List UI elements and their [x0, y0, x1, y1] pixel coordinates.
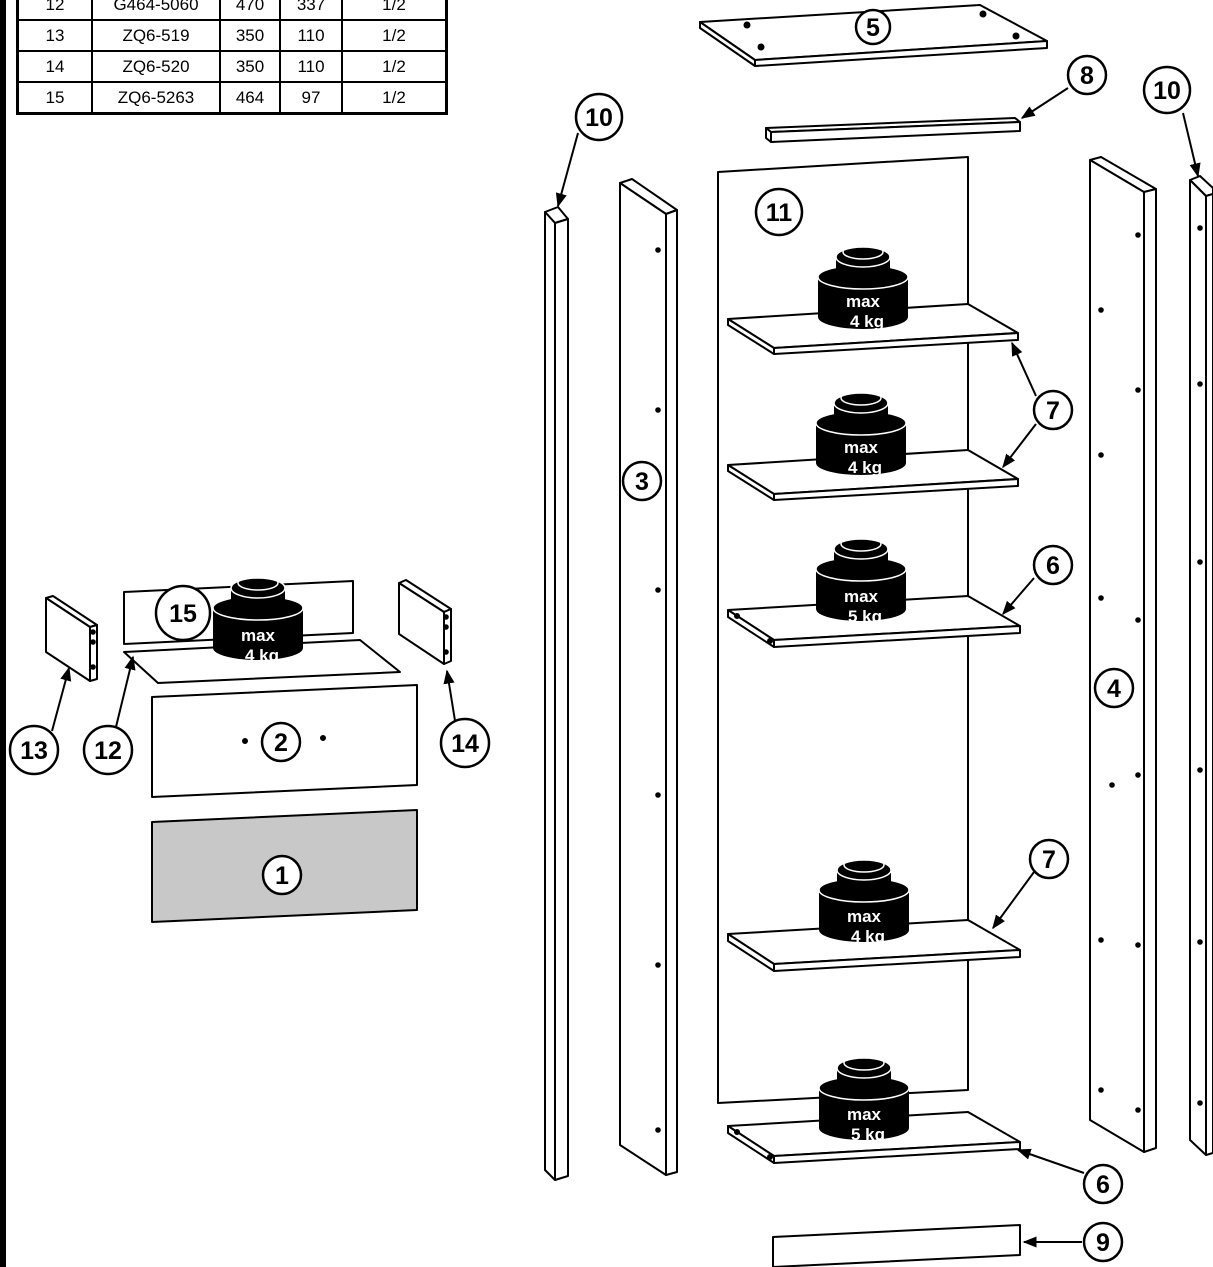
- weight-max-label: max: [241, 626, 276, 645]
- table-row: 13 ZQ6-519 350 110 1/2: [16, 19, 448, 52]
- arrow-icon: [1020, 87, 1069, 119]
- weight-icon: max 4 kg: [815, 390, 907, 477]
- callout-5-badge: [854, 8, 892, 46]
- callout-8-badge: [1066, 54, 1108, 96]
- callout-10-right: 10: [1153, 77, 1181, 105]
- arrow-icon: [555, 132, 579, 208]
- dimension-b-cell: 110: [279, 19, 343, 52]
- arrow-icon: [1182, 112, 1201, 178]
- callout-14: 14: [451, 730, 479, 758]
- quantity-cell: 1/2: [341, 50, 448, 83]
- callout-12-badge: [82, 724, 134, 776]
- callout-15-badge: [154, 584, 212, 642]
- part-number-cell: 13: [16, 19, 93, 52]
- part-number-cell: 14: [16, 50, 93, 83]
- quantity-cell: 1/2: [341, 19, 448, 52]
- callout-4: 4: [1107, 675, 1121, 703]
- callout-10-left: 10: [585, 104, 613, 132]
- weight-max-label: max: [847, 1105, 882, 1124]
- left-edge-strip: [544, 206, 569, 1181]
- weight-value: 5 kg: [851, 1125, 885, 1144]
- callout-2-badge: [260, 721, 302, 763]
- weight-max-label: max: [844, 438, 879, 457]
- shelf-4: [727, 919, 1021, 972]
- weight-max-label: max: [847, 907, 882, 926]
- dimension-b-cell: 97: [279, 81, 343, 115]
- callout-4-badge: [1093, 667, 1135, 709]
- callout-11-badge: [754, 187, 804, 237]
- callout-13-badge: [8, 724, 60, 776]
- top-rail: [765, 117, 1021, 143]
- callout-6-lower: 6: [1096, 1171, 1110, 1199]
- weight-max-label: max: [846, 292, 881, 311]
- callout-10-left-badge: [574, 92, 624, 142]
- weight-value: 4 kg: [850, 312, 884, 331]
- part-code-cell: ZQ6-5263: [91, 81, 221, 115]
- callout-2: 2: [274, 729, 288, 757]
- weight-icon: max 5 kg: [818, 1055, 910, 1144]
- part-code-cell: ZQ6-519: [91, 19, 221, 52]
- arrow-icon: [992, 871, 1035, 930]
- callout-11: 11: [766, 199, 793, 227]
- callout-5: 5: [866, 14, 880, 42]
- weight-icon: max 5 kg: [815, 536, 907, 626]
- callout-3-badge: [621, 460, 663, 502]
- weight-icon: max 4 kg: [818, 857, 910, 946]
- weight-icon: max 4 kg: [212, 575, 304, 665]
- callout-7-upper-badge: [1032, 389, 1074, 431]
- callout-12: 12: [94, 737, 122, 765]
- dimension-a-cell: 464: [219, 81, 281, 115]
- callout-7-upper: 7: [1046, 397, 1060, 425]
- callout-9: 9: [1096, 1229, 1110, 1257]
- callout-6-upper: 6: [1046, 552, 1060, 580]
- callout-14-badge: [439, 717, 491, 769]
- callout-7-lower-badge: [1028, 838, 1070, 880]
- right-side-panel: [1089, 156, 1157, 1153]
- arrow-icon: [51, 666, 72, 732]
- arrow-icon: [114, 655, 136, 732]
- table-row: 15 ZQ6-5263 464 97 1/2: [16, 81, 448, 115]
- weight-value: 4 kg: [851, 927, 885, 946]
- part-number-cell: 15: [16, 81, 93, 115]
- weight-value: 4 kg: [245, 646, 279, 665]
- callout-15: 15: [169, 600, 197, 628]
- dimension-a-cell: 350: [219, 50, 281, 83]
- arrow-icon: [1002, 423, 1037, 469]
- callout-3: 3: [635, 468, 649, 496]
- drawer-side-left: [45, 595, 98, 682]
- weight-icon: max 4 kg: [817, 244, 909, 331]
- arrow-icon: [1011, 341, 1037, 397]
- drawer-side-right: [398, 579, 452, 665]
- quantity-cell: 1/2: [341, 81, 448, 115]
- arrow-icon: [1002, 577, 1035, 616]
- arrow-icon: [1016, 1148, 1085, 1174]
- weight-value: 5 kg: [848, 607, 882, 626]
- part-code-cell: ZQ6-520: [91, 50, 221, 83]
- right-edge-strip: [1189, 175, 1213, 1156]
- callout-1: 1: [275, 862, 289, 890]
- dimension-a-cell: 350: [219, 19, 281, 52]
- callout-9-badge: [1082, 1221, 1124, 1263]
- callout-6-lower-badge: [1082, 1163, 1124, 1205]
- page-border: [0, 0, 6, 1267]
- weight-max-label: max: [844, 587, 879, 606]
- weight-value: 4 kg: [848, 458, 882, 477]
- dimension-b-cell: 110: [279, 50, 343, 83]
- callout-1-badge: [261, 854, 303, 896]
- callout-13: 13: [20, 737, 48, 765]
- callout-8: 8: [1080, 62, 1094, 90]
- left-side-panel: [619, 178, 678, 1176]
- arrow-icon: [443, 669, 457, 728]
- callout-7-lower: 7: [1042, 846, 1056, 874]
- parts-table: 12 G464-5060 470 337 1/2 13 ZQ6-519 350 …: [16, 0, 448, 115]
- plinth: [772, 1224, 1021, 1267]
- callout-10-right-badge: [1142, 65, 1192, 115]
- callout-6-upper-badge: [1032, 544, 1074, 586]
- table-row: 14 ZQ6-520 350 110 1/2: [16, 50, 448, 83]
